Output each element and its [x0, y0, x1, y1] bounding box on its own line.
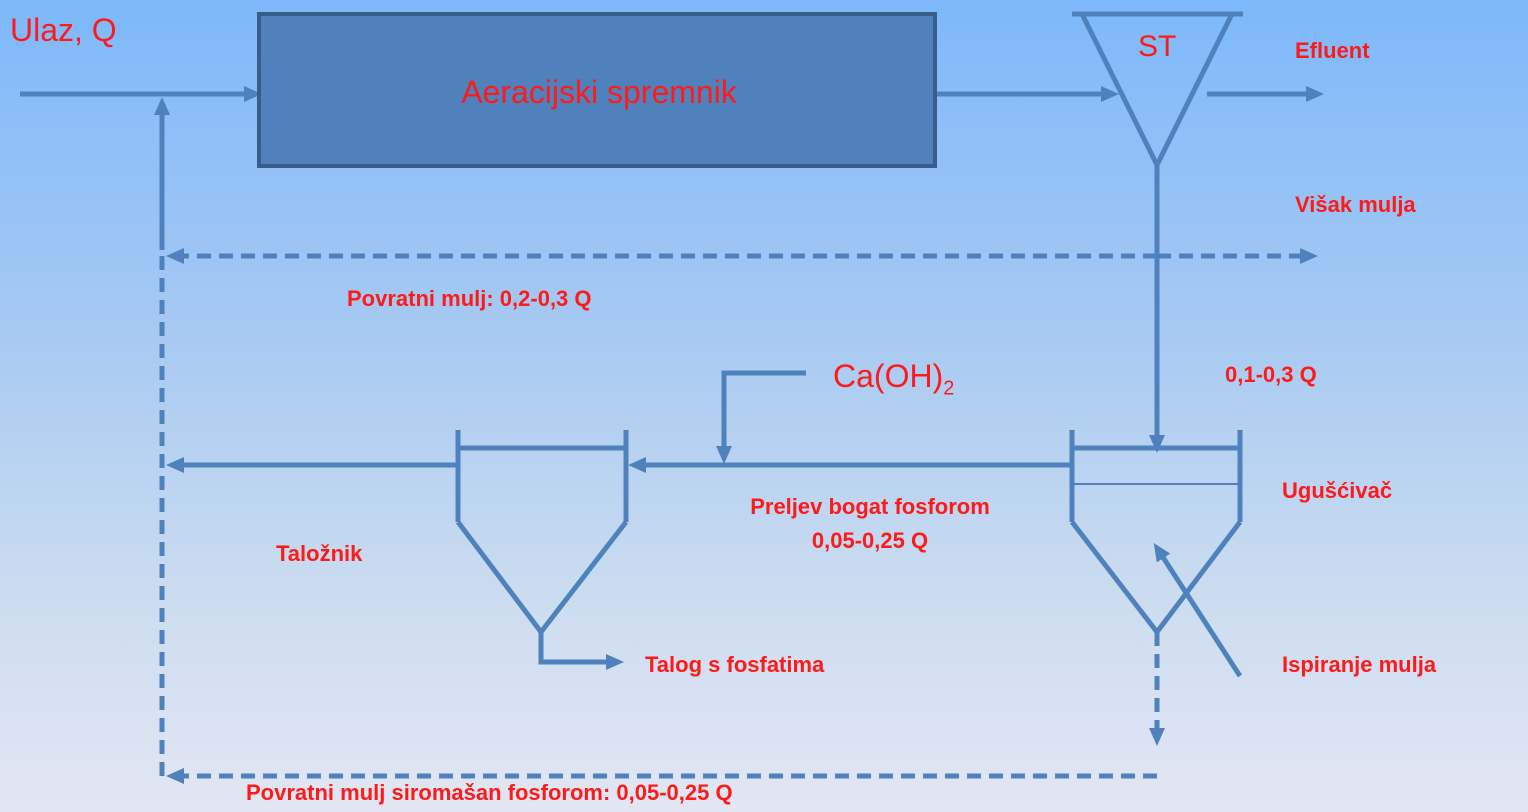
phosphorus-poor-return-label: Povratni mulj siromašan fosforom: 0,05-0… — [246, 780, 733, 805]
st-tank — [1079, 12, 1235, 171]
inlet-label: Ulaz, Q — [10, 12, 117, 48]
overflow-label: Preljev bogat fosforom 0,05-0,25 Q — [700, 494, 1040, 554]
thickener-label: Ugušćivač — [1282, 478, 1393, 503]
st-label: ST — [1138, 30, 1177, 63]
sludge-washing-arrow — [1153, 542, 1243, 678]
excess-sludge-label: Višak mulja — [1295, 192, 1416, 217]
thickener-tank — [1069, 430, 1243, 637]
overflow-label-line1: Preljev bogat fosforom — [750, 494, 990, 519]
effluent-label: Efluent — [1295, 38, 1370, 63]
lime-formula: Ca(OH) — [833, 358, 944, 394]
settler-label: Taložnik — [276, 541, 363, 566]
settler-tank — [455, 430, 629, 637]
phosphate-sludge-arrow — [538, 632, 624, 670]
lime-dosing-arrow — [716, 370, 806, 464]
lime-label: Ca(OH)2 — [833, 358, 954, 400]
phosphate-sludge-label: Talog s fosfatima — [645, 652, 825, 677]
overflow-label-line2: 0,05-0,25 Q — [811, 528, 929, 553]
thickener-flow-label: 0,1-0,3 Q — [1225, 362, 1317, 387]
lime-subscript: 2 — [943, 377, 955, 400]
sludge-washing-label: Ispiranje mulja — [1282, 652, 1437, 677]
aeration-tank-label: Aeracijski spremnik — [461, 74, 737, 110]
aeration-tank — [257, 12, 937, 168]
return-sludge-label: Povratni mulj: 0,2-0,3 Q — [347, 286, 592, 311]
